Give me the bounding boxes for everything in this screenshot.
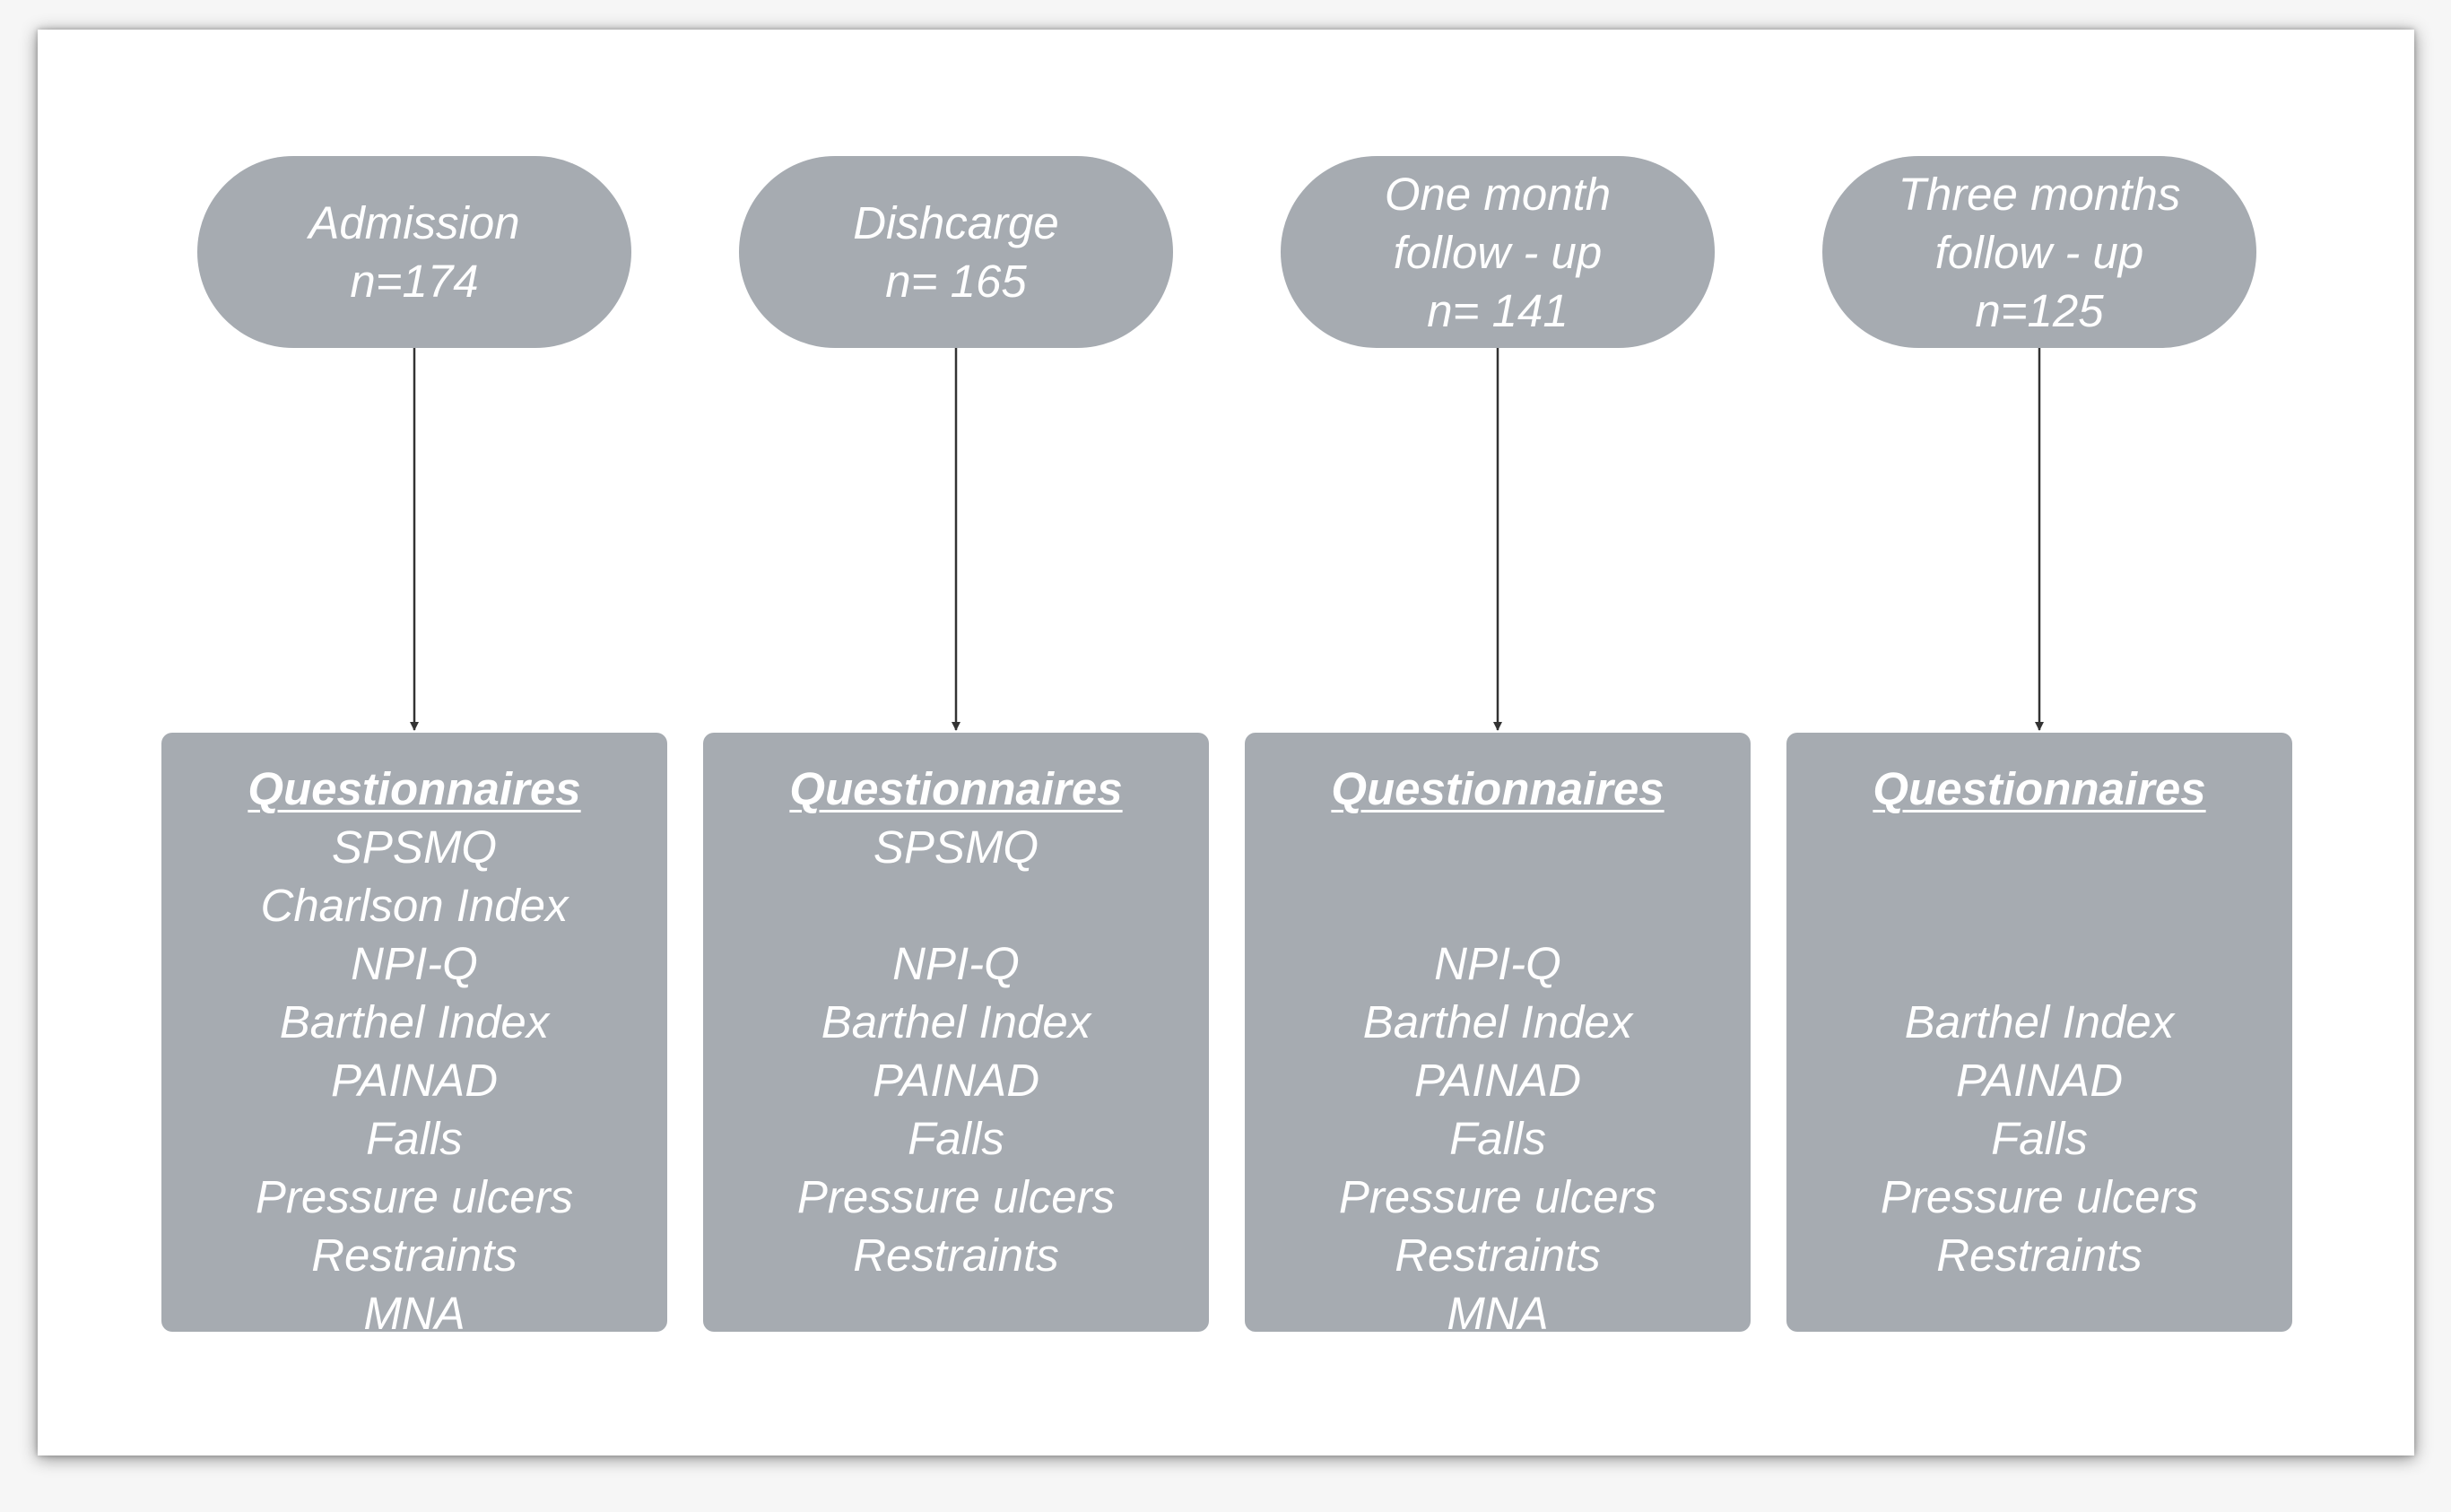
box-item: PAINAD [330,1055,499,1106]
box-item: Barthel Index [821,996,1091,1047]
box-item: Barthel Index [1362,996,1633,1047]
box-item: Falls [1449,1113,1546,1164]
box-item [1786,818,2292,876]
stage-line: One month [1384,168,1612,220]
box-item: Pressure ulcers [255,1171,574,1222]
box-item: NPI-Q [1434,938,1561,989]
box-item: Falls [908,1113,1004,1164]
stage-line: n= 165 [885,256,1027,307]
box-item: Falls [366,1113,463,1164]
questionnaire-box-three-months: Questionnaires Barthel Index PAINAD Fall… [1786,733,2292,1332]
box-heading: Questionnaires [248,763,581,814]
box-heading: Questionnaires [1873,763,2206,814]
box-item: Charlson Index [260,880,569,931]
stage-line: n=174 [350,256,479,307]
stage-line: Dishcarge [853,197,1059,248]
box-item: Barthel Index [279,996,550,1047]
box-item [1786,934,2292,993]
questionnaire-box-discharge: Questionnaires SPSMQ NPI-Q Barthel Index… [703,733,1209,1332]
box-item: Pressure ulcers [1880,1171,2199,1222]
box-item: Restraints [853,1230,1059,1281]
box-item [1786,1284,2292,1343]
box-item: Restraints [1395,1230,1601,1281]
box-item: Restraints [311,1230,517,1281]
stage-line: Three months [1898,168,2181,220]
questionnaire-box-admission: Questionnaires SPSMQ Charlson Index NPI-… [161,733,667,1339]
box-item [703,876,1209,934]
stage-line: Admission [309,197,520,248]
stage-node-three-months: Three months follow - up n=125 [1822,156,2256,348]
box-item [1786,876,2292,934]
box-item: MNA [363,1288,465,1339]
box-item: PAINAD [872,1055,1040,1106]
box-item: Falls [1991,1113,2088,1164]
box-item [1245,818,1751,876]
stage-node-one-month: One month follow - up n= 141 [1281,156,1715,348]
stage-line: follow - up [1934,226,2144,278]
box-item: Pressure ulcers [796,1171,1116,1222]
box-item [1245,876,1751,934]
stage-node-admission: Admission n=174 [197,156,631,348]
box-item [703,1284,1209,1343]
box-item: PAINAD [1955,1055,2124,1106]
box-item: Barthel Index [1904,996,2175,1047]
stage-line: n=125 [1975,284,2104,336]
box-item: NPI-Q [892,938,1020,989]
stage-line: follow - up [1393,226,1603,278]
box-item: NPI-Q [351,938,478,989]
box-heading: Questionnaires [1331,763,1664,814]
box-item: Restraints [1936,1230,2142,1281]
questionnaire-box-one-month: Questionnaires NPI-Q Barthel Index PAINA… [1245,733,1751,1339]
stage-line: n= 141 [1427,284,1569,336]
box-item: SPSMQ [331,821,498,873]
stage-node-discharge: Dishcarge n= 165 [739,156,1173,348]
box-item: Pressure ulcers [1338,1171,1657,1222]
box-item: SPSMQ [873,821,1039,873]
box-heading: Questionnaires [789,763,1123,814]
box-item: MNA [1447,1288,1549,1339]
box-item: PAINAD [1413,1055,1582,1106]
